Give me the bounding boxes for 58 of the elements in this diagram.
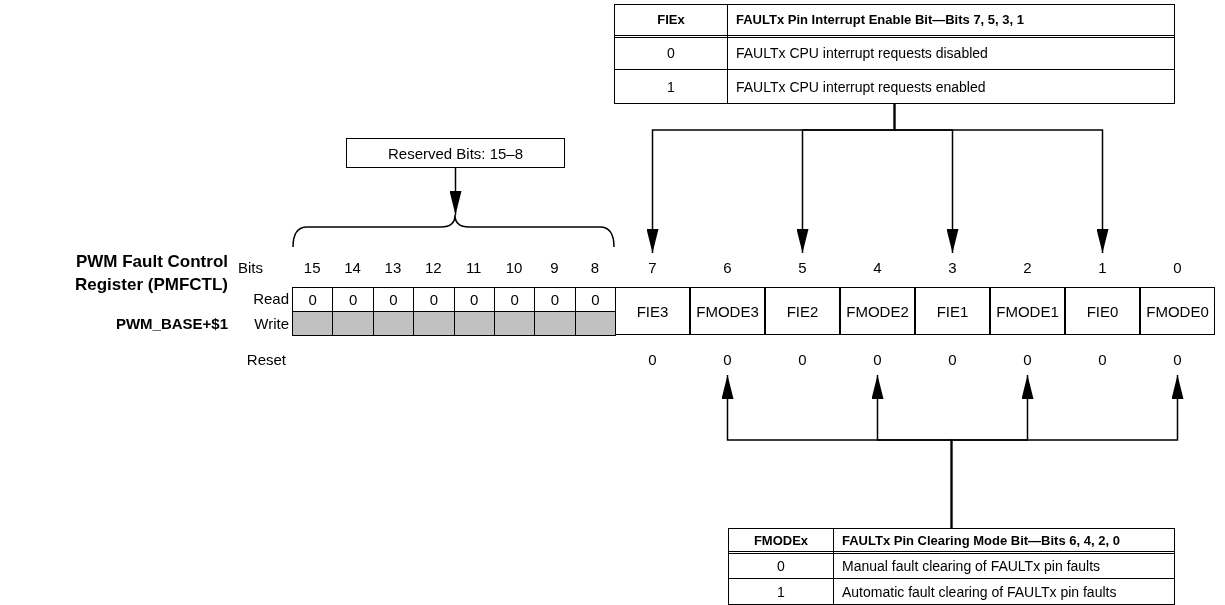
register-bit-cell: FMODE0 bbox=[1140, 287, 1215, 335]
table-cell: 1 bbox=[615, 70, 728, 103]
bit-number: 6 bbox=[722, 258, 733, 278]
table-cell-text: FAULTx CPU interrupt requests enabled bbox=[735, 77, 987, 97]
bit-number: 4 bbox=[872, 258, 883, 278]
register-name: PWM Fault Control Register (PMFCTL) bbox=[74, 251, 228, 296]
register-bit-cell: FMODE1 bbox=[990, 287, 1065, 335]
bit-number: 12 bbox=[423, 258, 443, 278]
reset-value: 0 bbox=[647, 350, 658, 370]
reset-value: 0 bbox=[947, 350, 958, 370]
bit-number: 10 bbox=[504, 258, 524, 278]
row-label: Read bbox=[253, 289, 289, 309]
register-address: PWM_BASE+$1 bbox=[115, 314, 228, 334]
table-cell: FAULTx CPU interrupt requests disabled bbox=[728, 37, 1174, 71]
register-bit-cell: FIE1 bbox=[915, 287, 990, 335]
arrow bbox=[950, 374, 1184, 529]
bit-number: 14 bbox=[343, 258, 362, 278]
column-header: FAULTx Pin Interrupt Enable Bit—Bits 7, 5, 3, 1 bbox=[728, 5, 1174, 38]
table-cell: 0 bbox=[729, 554, 834, 579]
reset-value: 0 bbox=[872, 350, 883, 370]
reset-value: 0 bbox=[1097, 350, 1108, 370]
table-cell: Manual fault clearing of FAULTx pin faults bbox=[834, 554, 1174, 579]
table-cell-text: Automatic fault clearing of FAULTx pin faults bbox=[841, 582, 1118, 602]
reset-value: 0 bbox=[797, 350, 808, 370]
bit-number: 9 bbox=[549, 258, 560, 278]
bit-number: 5 bbox=[797, 258, 808, 278]
column-header: FMODEx bbox=[729, 529, 834, 554]
arrow bbox=[449, 167, 462, 216]
bit-number: 2 bbox=[1022, 258, 1033, 278]
register-bit-cell: FIE3 bbox=[615, 287, 690, 335]
bit-number: 1 bbox=[1097, 258, 1108, 278]
table-cell: 1 bbox=[729, 579, 834, 604]
table-cell: 0 bbox=[615, 37, 728, 71]
register-bit-cell: FIE2 bbox=[765, 287, 840, 335]
callout-box: Reserved Bits: 15–8 bbox=[346, 138, 565, 168]
row-label: Reset bbox=[246, 350, 286, 370]
register-bit-cell: FIE0 bbox=[1065, 287, 1140, 335]
definition-table bbox=[728, 528, 1175, 605]
definition-table bbox=[614, 4, 1175, 104]
bit-number: 8 bbox=[589, 258, 600, 278]
arrow bbox=[893, 103, 1109, 254]
bit-number: 15 bbox=[302, 258, 322, 278]
register-bit-cell: FMODE3 bbox=[690, 287, 765, 335]
register-bit-cell: FMODE2 bbox=[840, 287, 915, 335]
bit-number: 7 bbox=[647, 258, 658, 278]
reset-value: 0 bbox=[1022, 350, 1033, 370]
reset-value: 0 bbox=[1172, 350, 1183, 370]
row-label: Bits bbox=[238, 258, 263, 278]
column-header: FIEx bbox=[615, 5, 728, 38]
bit-number: 3 bbox=[947, 258, 958, 278]
bit-number: 13 bbox=[383, 258, 403, 278]
reset-value: 0 bbox=[722, 350, 733, 370]
bit-value-cell: 0 bbox=[292, 287, 334, 312]
row-label: Write bbox=[254, 314, 289, 334]
bit-number: 11 bbox=[464, 258, 483, 278]
brace bbox=[292, 215, 615, 247]
bit-number: 0 bbox=[1172, 258, 1183, 278]
column-header: FAULTx Pin Clearing Mode Bit—Bits 6, 4, 2, 0 bbox=[834, 529, 1174, 554]
